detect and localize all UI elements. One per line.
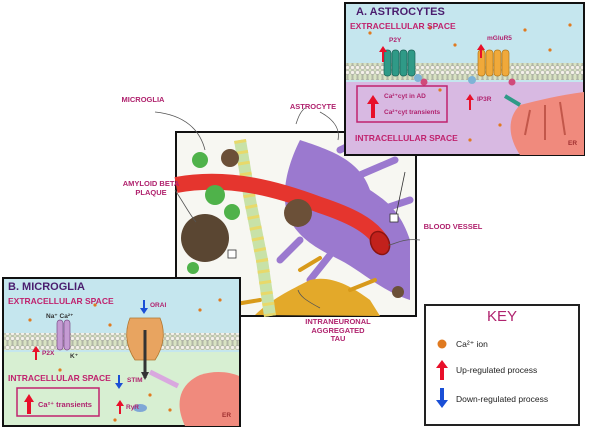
stim-protein [148,369,180,389]
up-arrows-a [367,44,485,118]
panel-a-title: A. ASTROCYTES [356,6,445,18]
ca-text-a2: Ca²⁺cyt transients [384,109,441,116]
ca-box-b [16,387,100,417]
ca-ion-icon [437,339,447,349]
down-arrow-icon [436,388,448,408]
ca-box-a [356,85,448,123]
ca-text-a1: Ca²⁺cyt in AD [384,93,426,100]
ca-ions [28,23,572,422]
panel-b-intracellular: INTRACELLULAR SPACE [8,373,111,383]
key-ca-ion: Ca²⁺ ion [456,339,488,349]
up-arrows-b [24,346,124,414]
blood-vessel [174,173,387,245]
er-b [179,372,239,426]
panel-a-extracellular: EXTRACELLULAR SPACE [350,21,456,31]
panel-b-title: B. MICROGLIA [8,281,85,293]
key-up: Up-regulated process [456,365,538,375]
key-box: KEY Ca²⁺ ion Up-regulated process Down-r… [424,304,580,426]
stim-label: STIM [127,377,143,384]
panel-a [344,2,585,156]
astrocyte-label: ASTROCYTE [289,102,337,111]
tau-neuron [255,278,380,316]
er-a [510,92,584,155]
amyloid-label: AMYLOID BETA PLAQUE [122,179,180,197]
p2x-receptor [56,319,71,351]
ions-label: Na⁺ Ca²⁺ [46,313,74,320]
ryr-label: RyR [126,404,140,411]
ip3r-receptor [503,94,522,107]
key-down: Down-regulated process [456,394,549,404]
mglur5-receptor [477,49,510,77]
p2y-label: P2Y [389,37,402,44]
p2x-label: P2X [42,350,55,357]
k-label: K⁺ [70,353,79,360]
microglia-label: MICROGLIA [121,95,165,104]
er-label-b: ER [222,412,232,419]
leader-lines [154,107,421,309]
down-arrows-b [115,300,148,389]
ip3r-label: IP3R [477,96,492,103]
orai-label: ORAI [150,302,167,309]
up-arrow-icon [436,360,448,380]
blood-vessel-label: BLOOD VESSEL [423,222,483,231]
tau-label: INTRANEURONAL AGGREGATED TAU [305,317,371,344]
mglur5-label: mGluR5 [487,35,512,42]
key-title: KEY [486,308,517,325]
microglia-cells [187,152,240,274]
er-label-a: ER [568,140,578,147]
ca-text-b: Ca²⁺ transients [38,400,92,409]
ryr-receptor [133,404,147,412]
panel-a-intracellular: INTRACELLULAR SPACE [355,133,458,143]
key-icons [436,339,448,408]
panel-b-extracellular: EXTRACELLULAR SPACE [8,296,114,306]
amyloid-plaque [181,214,229,262]
panel-b [2,277,241,427]
p2y-receptor [383,49,416,77]
